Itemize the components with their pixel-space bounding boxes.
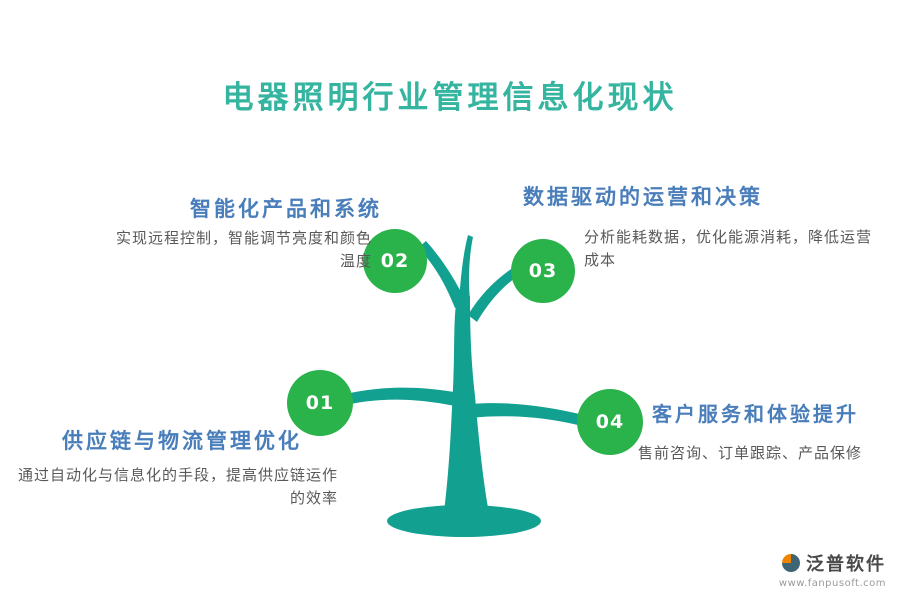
tree-branch-right — [470, 403, 584, 426]
tree-base — [387, 505, 541, 537]
item-heading-data-driven: 数据驱动的运营和决策 — [523, 185, 763, 209]
logo-icon — [782, 554, 800, 572]
step-badge-01: 01 — [287, 370, 353, 436]
item-heading-supply-chain: 供应链与物流管理优化 — [62, 429, 302, 453]
logo-text: 泛普软件 — [806, 554, 886, 575]
item-body-customer-service: 售前咨询、订单跟踪、产品保修 — [638, 444, 863, 462]
tree-twig-middle — [459, 235, 473, 300]
item-heading-smart-products: 智能化产品和系统 — [190, 197, 382, 221]
page-title: 电器照明行业管理信息化现状 — [222, 80, 678, 116]
tree-trunk — [442, 296, 492, 528]
step-badge-04: 04 — [577, 389, 643, 455]
logo: 泛普软件 www.fanpusoft.com — [779, 550, 886, 589]
logo-url: www.fanpusoft.com — [778, 578, 886, 589]
step-badge-03: 03 — [511, 239, 575, 303]
step-badge-02: 02 — [363, 229, 427, 293]
item-body-smart-products: 实现远程控制，智能调节亮度和颜色 温度 — [115, 229, 372, 271]
item-body-data-driven: 分析能耗数据，优化能源消耗，降低运营 成本 — [584, 228, 873, 270]
item-heading-customer-service: 客户服务和体验提升 — [652, 402, 859, 426]
tree-branch-left — [350, 387, 455, 406]
item-body-supply-chain: 通过自动化与信息化的手段，提高供应链运作 的效率 — [17, 466, 338, 508]
